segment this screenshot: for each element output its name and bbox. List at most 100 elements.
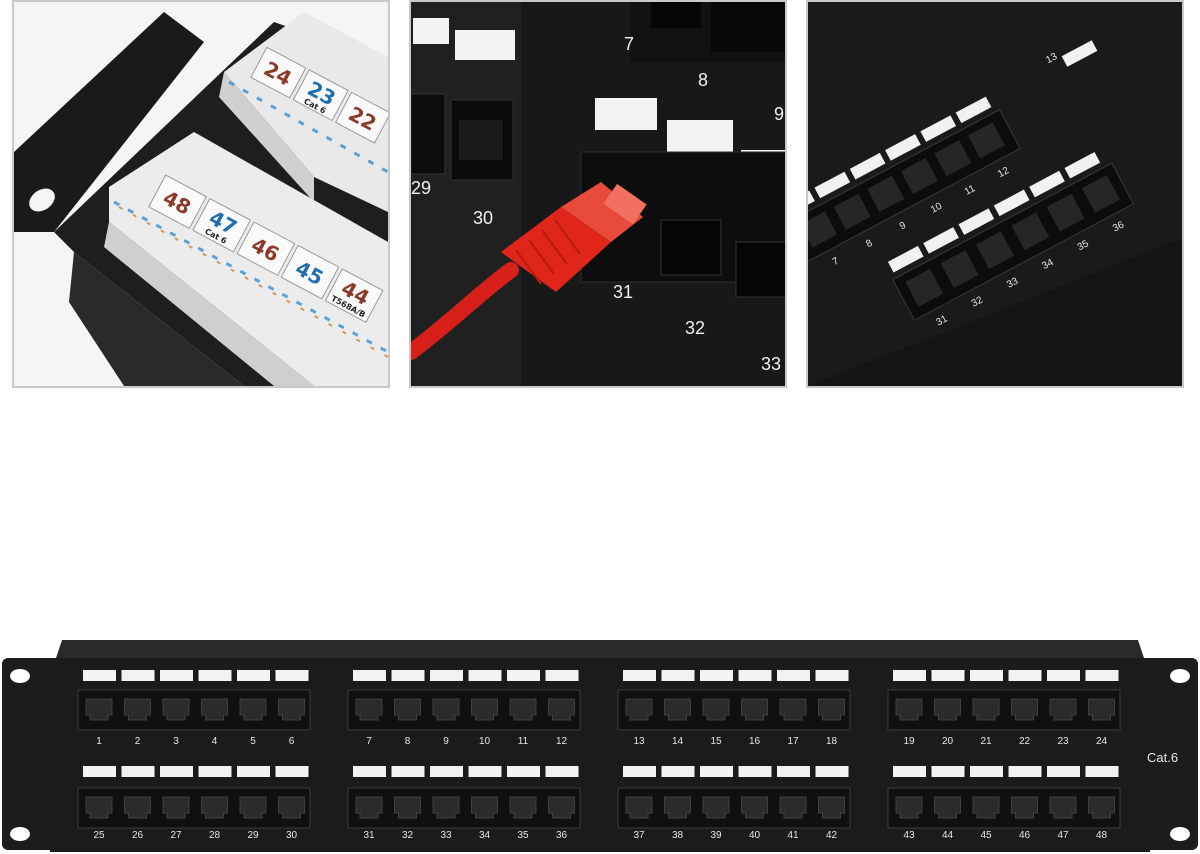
port-number: 11 [963,183,978,198]
rj45-port[interactable] [548,698,575,721]
port-number: 28 [209,830,221,841]
port-number: 31 [363,830,375,841]
port-label-strip [160,766,193,777]
rj45-port[interactable] [1088,698,1115,721]
rj45-port[interactable] [779,698,807,721]
port-number: 35 [1076,238,1091,253]
port-label-strip [1085,670,1119,681]
rj45-port[interactable] [972,698,1000,721]
rj45-port[interactable] [818,796,845,819]
rj45-port[interactable] [124,796,151,819]
rj45-port[interactable] [355,796,383,819]
rj45-port[interactable] [432,796,460,819]
rj45-port[interactable] [934,796,961,819]
port-label-strip [430,670,463,681]
port-number: 18 [826,736,838,747]
rj45-port[interactable] [278,796,305,819]
port-number: 47 [1057,830,1069,841]
port-number: 7 [366,736,372,747]
port-label-strip [198,670,232,681]
port-label-strip [700,766,733,777]
rj45-port[interactable] [625,796,653,819]
rj45-port[interactable] [818,698,845,721]
rj45-port[interactable] [741,796,768,819]
rj45-port[interactable] [934,698,961,721]
rj45-port[interactable] [201,796,228,819]
port-label-strip [353,766,386,777]
rj45-port[interactable] [1011,698,1038,721]
rack-ear [14,12,204,232]
port-number: 9 [443,736,449,747]
rj45-port[interactable] [278,698,305,721]
rj45-port[interactable] [895,796,923,819]
closeup-cable-panel: 7 8 9 29 30 31 32 33 [409,0,787,388]
port-number: 11 [518,736,529,747]
rj45-port[interactable] [895,698,923,721]
port-label-strip [121,670,155,681]
port-number: 8 [405,736,411,747]
port-label-strip [1047,670,1080,681]
rj45-port[interactable] [394,698,421,721]
rj45-port[interactable] [1049,796,1077,819]
rj45-port[interactable] [85,698,113,721]
rj45-port[interactable] [664,796,691,819]
rj45-port[interactable] [972,796,1000,819]
rj45-port[interactable] [548,796,575,819]
right-rack-ear [1136,658,1198,850]
rj45-port[interactable] [124,698,151,721]
port-number: 17 [787,736,799,747]
port-label-strip [1047,766,1080,777]
rj45-port[interactable] [702,796,730,819]
port-label-strip [970,766,1003,777]
rj45-port[interactable] [432,698,460,721]
rj45-port[interactable] [394,796,421,819]
port-number: 4 [212,736,218,747]
rj45-port[interactable] [239,698,267,721]
port-label-strip [970,670,1003,681]
rj45-port[interactable] [471,698,498,721]
closeup-angle-panel: 7 8 9 10 11 12 13 [806,0,1184,388]
port-number: 10 [479,736,491,747]
port-number: 31 [934,313,949,328]
rj45-port[interactable] [509,796,537,819]
port-number: 14 [672,736,684,747]
rj45-port[interactable] [162,796,190,819]
rj45-port[interactable] [741,698,768,721]
mounting-hole [1170,669,1190,683]
port-number: 30 [286,830,298,841]
port-number: 5 [250,736,256,747]
port-number: 20 [942,736,954,747]
port-number: 23 [1057,736,1069,747]
rj45-port[interactable] [355,698,383,721]
port-label-strip [931,766,965,777]
port-label-strip [738,766,772,777]
rj45-port[interactable] [702,698,730,721]
rj45-port[interactable] [85,796,113,819]
port-number: 3 [173,736,179,747]
rj45-port[interactable] [1088,796,1115,819]
rj45-port[interactable] [201,698,228,721]
port-number: 29 [411,178,431,198]
rj45-port[interactable] [664,698,691,721]
rj45-port[interactable] [239,796,267,819]
port-label-strip [738,670,772,681]
rj45-port[interactable] [509,698,537,721]
rj45-port[interactable] [162,698,190,721]
port-number: 34 [479,830,491,841]
rj45-port[interactable] [1011,796,1038,819]
rj45-port[interactable] [779,796,807,819]
port-number: 34 [1040,257,1055,272]
rj45-port[interactable] [625,698,653,721]
port-label-strip [777,766,810,777]
port-number: 25 [93,830,105,841]
port-label-strip [391,766,425,777]
red-patch-cable [411,182,647,360]
port-number: 24 [1096,736,1108,747]
port-label-strip [545,670,579,681]
rj45-port[interactable] [1049,698,1077,721]
port-label-strip [1085,766,1119,777]
port-label-strip [661,670,695,681]
port-label-strip [237,766,270,777]
rj45-port[interactable] [471,796,498,819]
port-number: 30 [473,208,493,228]
